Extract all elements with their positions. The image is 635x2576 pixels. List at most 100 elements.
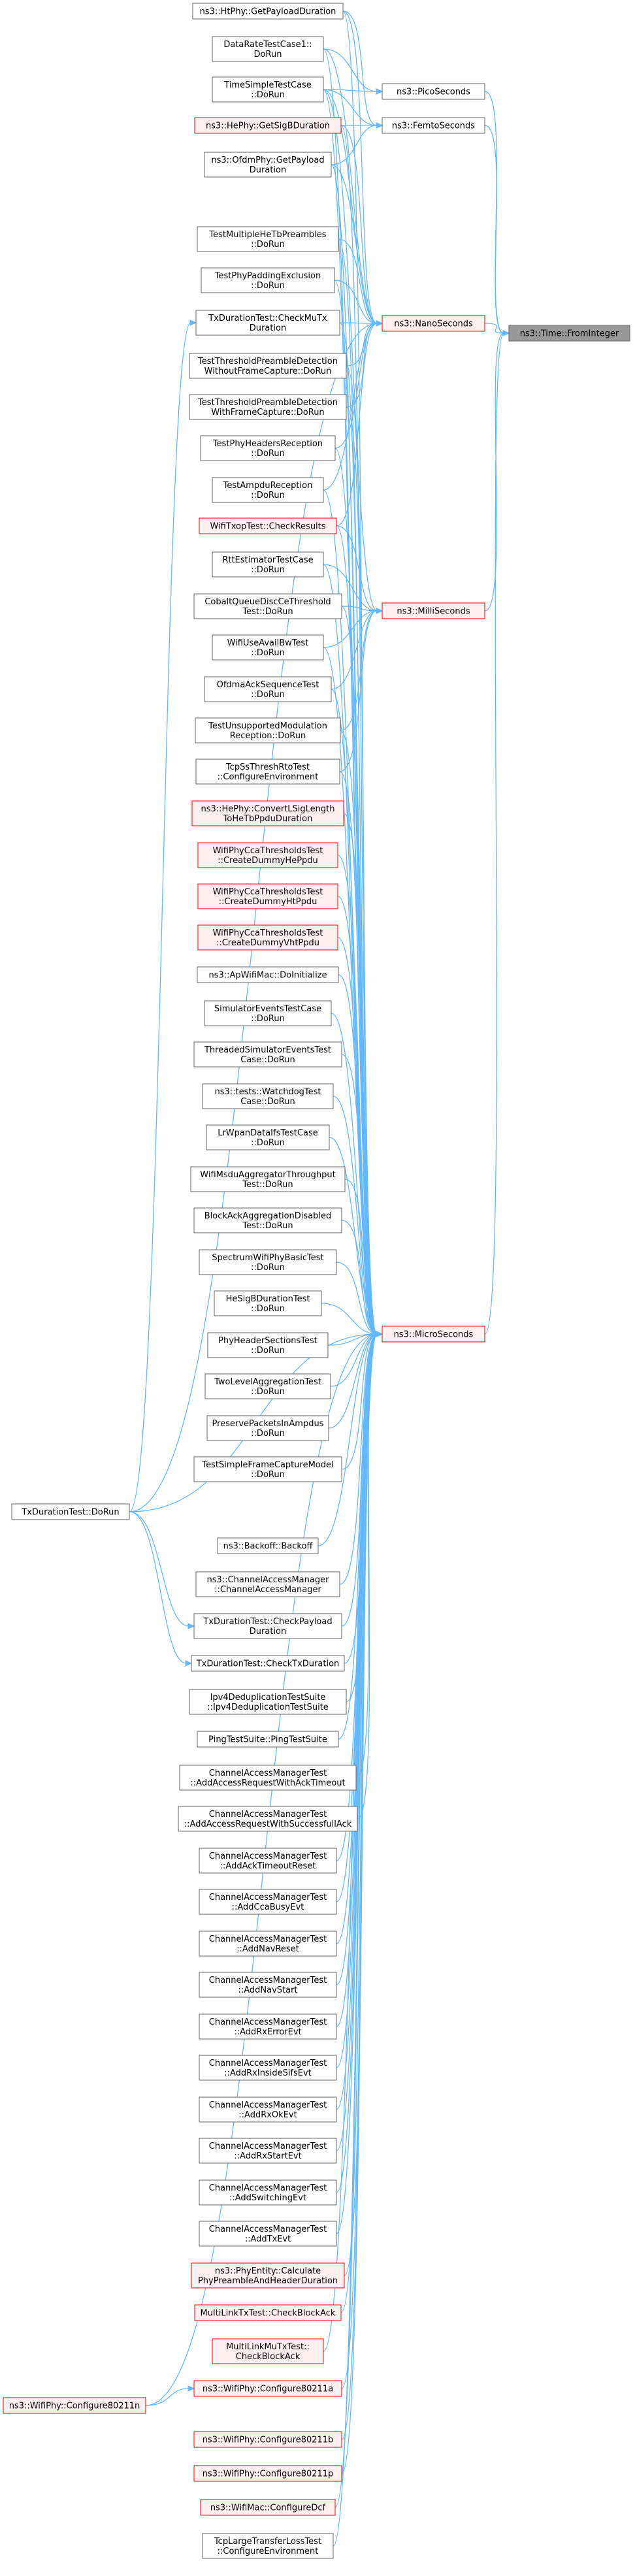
node-box[interactable]	[178, 1806, 358, 1832]
node-wifiUseAvail[interactable]: WifiUseAvailBwTest::DoRun	[212, 634, 324, 660]
node-camNavStart[interactable]: ChannelAccessManagerTest::AddNavStart	[199, 1972, 337, 1998]
node-box[interactable]	[11, 1503, 130, 1520]
node-box[interactable]	[212, 634, 324, 660]
node-ccaHt[interactable]: WifiPhyCcaThresholdsTest::CreateDummyHtP…	[197, 883, 338, 909]
node-lrWpan[interactable]: LrWpanDataIfsTestCase::DoRun	[206, 1124, 330, 1150]
node-rttEstimator[interactable]: RttEstimatorTestCase::DoRun	[212, 551, 324, 578]
node-camAddAccessSuccess[interactable]: ChannelAccessManagerTest::AddAccessReque…	[178, 1806, 358, 1832]
node-dataRateTest[interactable]: DataRateTestCase1::DoRun	[212, 36, 324, 62]
node-apWifiInit[interactable]: ns3::ApWifiMac::DoInitialize	[197, 966, 339, 983]
node-box[interactable]	[197, 966, 339, 983]
node-box[interactable]	[212, 36, 324, 62]
node-box[interactable]	[189, 1689, 347, 1715]
node-milliSeconds[interactable]: ns3::MilliSeconds	[382, 602, 485, 619]
node-wifiTxop[interactable]: WifiTxopTest::CheckResults	[199, 517, 337, 534]
node-box[interactable]	[382, 1326, 485, 1343]
node-testPhyHeaders[interactable]: TestPhyHeadersReception::DoRun	[200, 435, 336, 461]
node-pingTestSuite[interactable]: PingTestSuite::PingTestSuite	[197, 1731, 339, 1748]
node-box[interactable]	[199, 1889, 337, 1915]
node-backoff[interactable]: ns3::Backoff::Backoff	[217, 1537, 319, 1554]
node-box[interactable]	[191, 2262, 345, 2289]
node-txDurCheckTx[interactable]: TxDurationTest::CheckTxDuration	[191, 1655, 345, 1672]
node-box[interactable]	[212, 76, 324, 103]
node-box[interactable]	[193, 1207, 342, 1233]
node-box[interactable]	[179, 1765, 357, 1791]
node-wifiCfg80211a[interactable]: ns3::WifiPhy::Configure80211a	[193, 2380, 342, 2397]
node-box[interactable]	[204, 1000, 332, 1026]
node-camNavReset[interactable]: ChannelAccessManagerTest::AddNavReset	[199, 1931, 337, 1957]
node-box[interactable]	[200, 2499, 336, 2516]
node-phyEntityCalc[interactable]: ns3::PhyEntity::CalculatePhyPreambleAndH…	[191, 2262, 345, 2289]
node-testMultiHeTb[interactable]: TestMultipleHeTbPreambles::DoRun	[197, 226, 339, 252]
node-ofdmPayload[interactable]: ns3::OfdmPhy::GetPayloadDuration	[204, 152, 332, 178]
node-nanoSeconds[interactable]: ns3::NanoSeconds	[382, 315, 485, 332]
node-box[interactable]	[197, 842, 338, 868]
node-box[interactable]	[193, 2380, 342, 2397]
node-box[interactable]	[191, 800, 344, 826]
node-box[interactable]	[201, 267, 335, 293]
node-box[interactable]	[191, 1655, 345, 1672]
node-box[interactable]	[199, 2096, 337, 2123]
node-box[interactable]	[212, 477, 324, 503]
node-box[interactable]	[194, 2304, 342, 2321]
node-box[interactable]	[189, 394, 347, 420]
node-box[interactable]	[199, 2221, 337, 2247]
node-box[interactable]	[193, 1456, 342, 1482]
node-box[interactable]	[193, 1613, 342, 1639]
node-box[interactable]	[206, 1415, 329, 1441]
node-camRxError[interactable]: ChannelAccessManagerTest::AddRxErrorEvt	[199, 2014, 337, 2040]
node-tcpLargeTransfer[interactable]: TcpLargeTransferLossTest::ConfigureEnvir…	[202, 2533, 334, 2559]
node-fromInteger[interactable]: ns3::Time::FromInteger	[508, 325, 630, 342]
node-femtoSeconds[interactable]: ns3::FemtoSeconds	[382, 117, 485, 134]
node-box[interactable]	[195, 717, 341, 743]
node-testUnsupMod[interactable]: TestUnsupportedModulationReception::DoRu…	[195, 717, 341, 743]
node-box[interactable]	[193, 593, 342, 619]
node-testThreshWith[interactable]: TestThresholdPreambleDetectionWithFrameC…	[189, 394, 347, 420]
node-channelAccessMgr[interactable]: ns3::ChannelAccessManager::ChannelAccess…	[195, 1571, 340, 1597]
node-box[interactable]	[194, 117, 342, 134]
node-box[interactable]	[197, 226, 339, 252]
node-wifiMacCfgDcf[interactable]: ns3::WifiMac::ConfigureDcf	[200, 2499, 336, 2516]
node-box[interactable]	[197, 1731, 339, 1748]
node-box[interactable]	[199, 2138, 337, 2164]
node-box[interactable]	[193, 2465, 342, 2482]
node-box[interactable]	[204, 152, 332, 178]
node-microSeconds[interactable]: ns3::MicroSeconds	[382, 1326, 485, 1343]
node-wifiCfg80211p[interactable]: ns3::WifiPhy::Configure80211p	[193, 2465, 342, 2482]
node-ccaHe[interactable]: WifiPhyCcaThresholdsTest::CreateDummyHeP…	[197, 842, 338, 868]
node-box[interactable]	[202, 1083, 334, 1109]
node-box[interactable]	[207, 1332, 329, 1358]
node-multiLinkMuTx[interactable]: MultiLinkMuTxTest::CheckBlockAck	[212, 2338, 324, 2364]
node-box[interactable]	[204, 676, 332, 702]
node-box[interactable]	[214, 1290, 322, 1316]
node-box[interactable]	[382, 117, 485, 134]
node-box[interactable]	[195, 1571, 340, 1597]
node-picoSeconds[interactable]: ns3::PicoSeconds	[382, 83, 485, 100]
node-box[interactable]	[382, 602, 485, 619]
node-box[interactable]	[3, 2397, 146, 2414]
node-box[interactable]	[382, 83, 485, 100]
node-camCcaBusy[interactable]: ChannelAccessManagerTest::AddCcaBusyEvt	[199, 1889, 337, 1915]
node-box[interactable]	[200, 435, 336, 461]
node-tcpSsThresh[interactable]: TcpSsThreshRtoTest::ConfigureEnvironment	[195, 758, 340, 785]
node-box[interactable]	[193, 1041, 342, 1068]
node-testAmpdu[interactable]: TestAmpduReception::DoRun	[212, 477, 324, 503]
node-camRxOk[interactable]: ChannelAccessManagerTest::AddRxOkEvt	[199, 2096, 337, 2123]
node-hePhySigB[interactable]: ns3::HePhy::GetSigBDuration	[194, 117, 342, 134]
node-testThreshWithout[interactable]: TestThresholdPreambleDetectionWithoutFra…	[189, 353, 347, 379]
node-box[interactable]	[199, 2055, 337, 2081]
node-box[interactable]	[199, 2014, 337, 2040]
node-multiLinkTx[interactable]: MultiLinkTxTest::CheckBlockAck	[194, 2304, 342, 2321]
node-ofdmaAck[interactable]: OfdmaAckSequenceTest::DoRun	[204, 676, 332, 702]
node-hePhyConvert[interactable]: ns3::HePhy::ConvertLSigLengthToHeTbPpduD…	[191, 800, 344, 826]
node-camRxInsideSifs[interactable]: ChannelAccessManagerTest::AddRxInsideSif…	[199, 2055, 337, 2081]
node-box[interactable]	[382, 315, 485, 332]
node-testPhyPadding[interactable]: TestPhyPaddingExclusion::DoRun	[201, 267, 335, 293]
node-phyHeaderSections[interactable]: PhyHeaderSectionsTest::DoRun	[207, 1332, 329, 1358]
node-box[interactable]	[192, 3, 344, 20]
